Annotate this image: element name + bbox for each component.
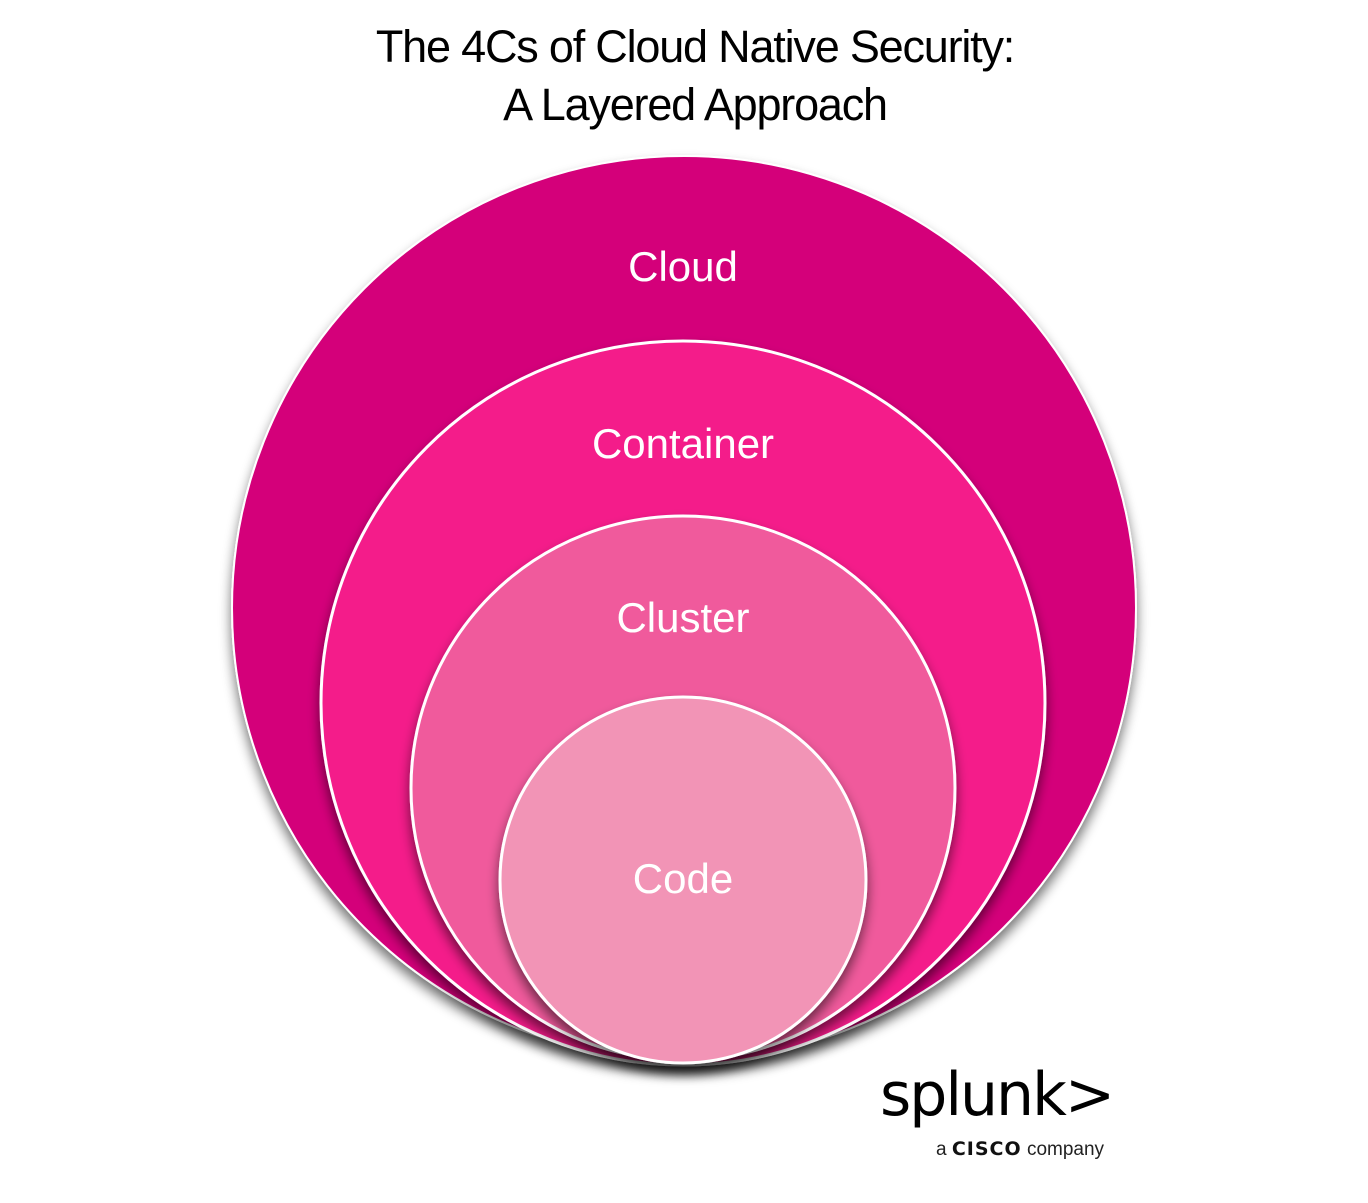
layer-label-container: Container <box>592 420 774 467</box>
logo-tagline-suffix: company <box>1026 1139 1105 1160</box>
layer-label-cluster: Cluster <box>616 594 749 641</box>
logo-tagline: a CISCO company <box>936 1138 1104 1161</box>
title-line-1: The 4Cs of Cloud Native Security: <box>375 21 1015 72</box>
logo-tagline-prefix: a <box>936 1139 947 1160</box>
layer-circle-code <box>498 695 868 1065</box>
title-line-2: A Layered Approach <box>503 79 888 130</box>
logo-brand: splunk> <box>880 1060 1115 1130</box>
diagram-title: The 4Cs of Cloud Native Security: A Laye… <box>0 18 1368 134</box>
layer-label-cloud: Cloud <box>628 243 738 290</box>
layer-label-code: Code <box>633 855 733 902</box>
logo-tagline-brand: CISCO <box>951 1138 1022 1160</box>
splunk-logo: splunk> a CISCO company <box>880 1060 1140 1160</box>
